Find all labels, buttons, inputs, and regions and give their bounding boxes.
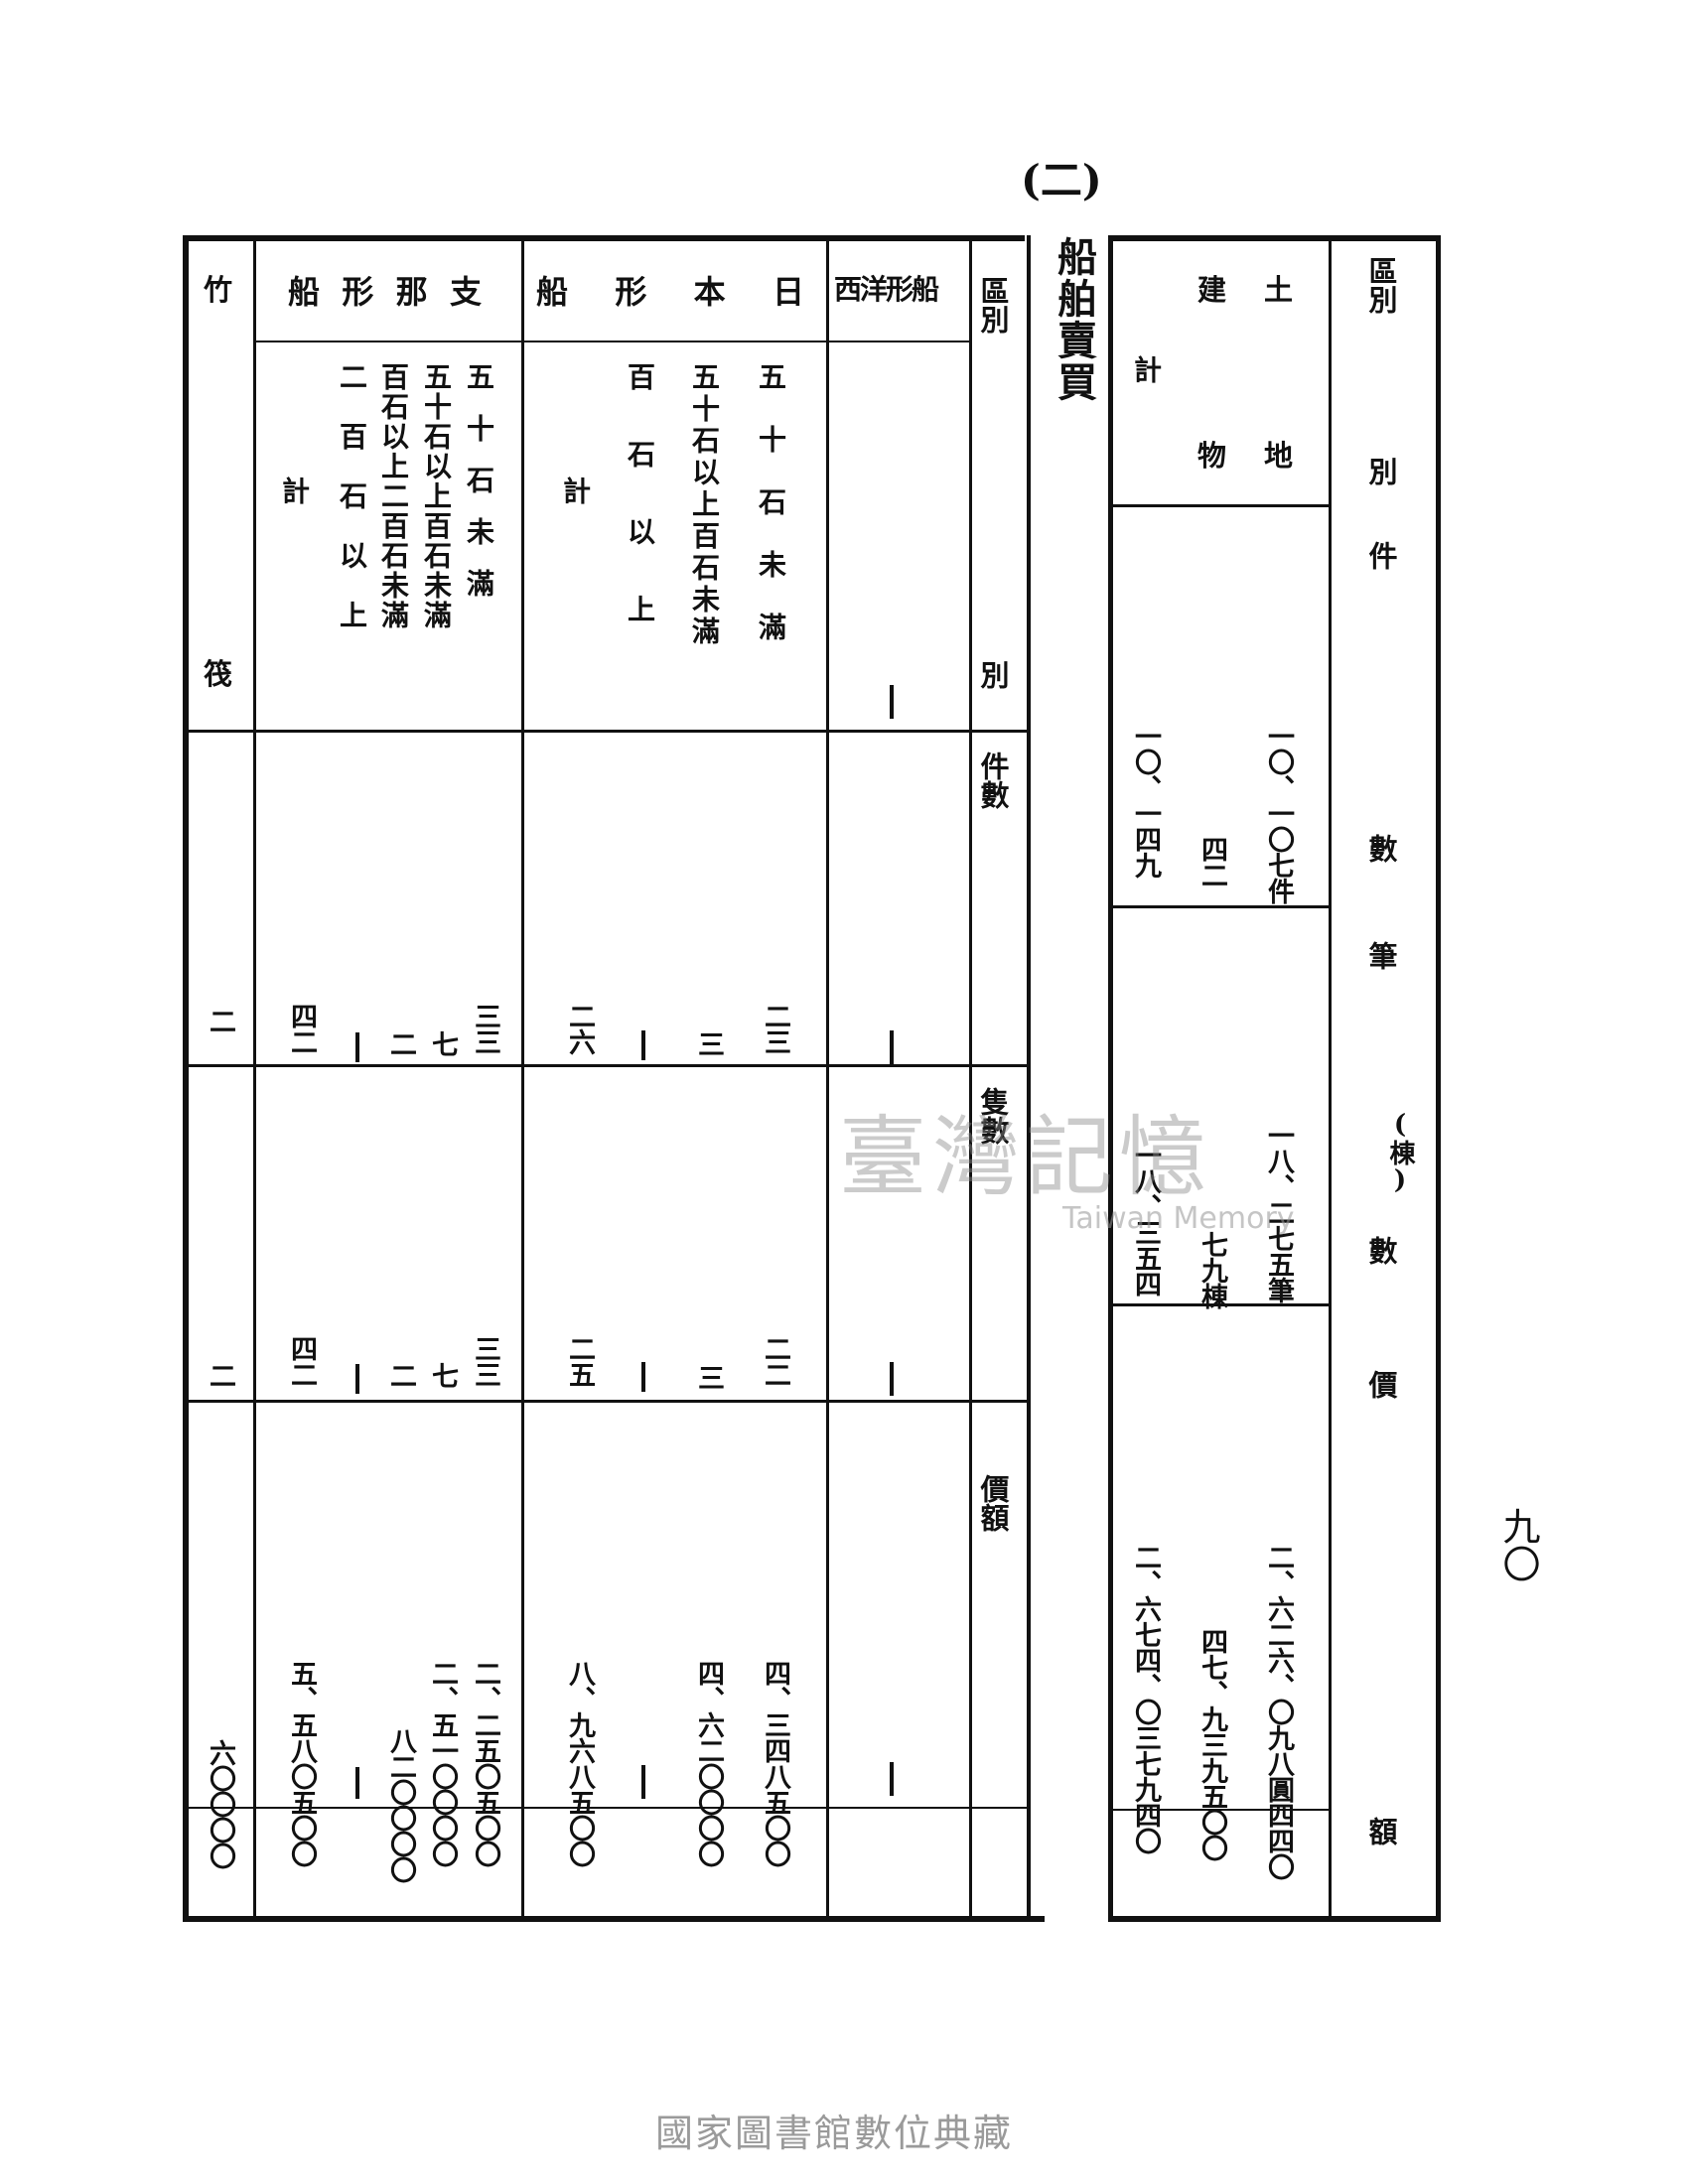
japanese-price-over100-dash — [641, 1765, 645, 1799]
western-ships-dash — [890, 1030, 894, 1064]
western-ship-label: 西洋形船 — [834, 273, 939, 306]
row-header-vessel-count: 隻數 — [976, 1087, 1010, 1145]
chinese-ships-a: 七 — [427, 1030, 458, 1056]
row-header-category-end: 別 — [976, 660, 1010, 689]
land-row-header-units-bottom: 數 — [1364, 1236, 1398, 1265]
japanese-sub-under50: 五十石未滿 — [755, 362, 787, 675]
chinese-vessels-a: 七 — [427, 1362, 458, 1388]
japanese-ships-mid: 三 — [693, 1030, 724, 1056]
land-label-bottom: 地 — [1264, 439, 1294, 473]
building-label-bottom: 物 — [1197, 439, 1227, 473]
land-label-top: 土 — [1264, 273, 1294, 307]
land-row-header-count-bottom: 數 — [1364, 834, 1398, 863]
western-vessels-dash — [890, 1362, 894, 1396]
chinese-price-b: 八二〇〇〇〇 — [385, 1727, 416, 1882]
land-row-header-units-top: 筆 — [1364, 941, 1398, 970]
japanese-ships-under50: 二三 — [760, 1003, 790, 1054]
raft-label-bottom: 筏 — [204, 657, 233, 691]
raft-price: 六〇〇〇〇 — [205, 1739, 235, 1868]
land-count: 一〇、一〇七件 — [1263, 723, 1294, 903]
land-total-count: 一〇、一四九 — [1130, 723, 1161, 878]
chinese-ships-b: 二 — [385, 1030, 416, 1056]
chinese-sub-under50: 五十石未滿 — [463, 362, 495, 620]
chinese-ships-over200-dash — [355, 1032, 359, 1062]
chinese-price-a: 二、五一〇〇〇〇 — [427, 1660, 458, 1866]
page-number: 九〇 — [1496, 1507, 1540, 1582]
row-header-ship-count: 件數 — [976, 751, 1010, 809]
chinese-sub-100to200: 百石以上二百石未滿 — [377, 362, 410, 630]
japanese-price-under50: 四、三四八五〇〇 — [760, 1660, 790, 1866]
raft-vessels: 二 — [205, 1362, 235, 1388]
japanese-vessels-over100-dash — [641, 1362, 645, 1392]
chinese-vessels-over200-dash — [355, 1364, 359, 1394]
chinese-sub-over200: 二百石以上 — [336, 362, 368, 660]
chinese-ships-under50: 三三 — [470, 1003, 500, 1054]
raft-label-top: 竹 — [204, 273, 233, 307]
land-price: 二、六二六、〇九八圓四四〇 — [1263, 1544, 1294, 1879]
land-row-header-category-end: 別 — [1364, 457, 1398, 485]
land-total-units: 一八、三五四 — [1130, 1142, 1161, 1297]
building-label-top: 建 — [1197, 273, 1227, 307]
chinese-ships-total: 四二 — [286, 1003, 317, 1054]
chinese-ship-label: 支那形船 — [288, 273, 482, 311]
land-total-price: 二、六七四、〇三七九四〇 — [1130, 1544, 1161, 1853]
land-row-header-count-top: 件 — [1364, 541, 1398, 570]
section-number: (二) — [1021, 156, 1102, 205]
building-count: 四二 — [1196, 836, 1227, 887]
land-row-header-units-sub: (棟) — [1385, 1110, 1415, 1195]
land-row-header-category: 區別 — [1364, 256, 1398, 314]
ship-table-title: 船舶賣買 — [1051, 236, 1097, 403]
chinese-sub-total: 計 — [278, 477, 311, 504]
building-units: 七九棟 — [1196, 1231, 1227, 1308]
japanese-ships-over100-dash — [641, 1030, 645, 1060]
japanese-sub-over100: 百石以上 — [624, 362, 656, 672]
chinese-vessels-under50: 三三 — [470, 1335, 500, 1387]
land-total-label: 計 — [1130, 355, 1163, 383]
row-header-price: 價額 — [976, 1474, 1010, 1532]
japanese-sub-total: 計 — [559, 477, 592, 504]
land-units: 一八、二七五筆 — [1263, 1122, 1294, 1302]
japanese-ship-label: 日本形船 — [536, 273, 804, 311]
western-subtype-dash — [890, 685, 894, 719]
japanese-vessels-mid: 三 — [693, 1364, 724, 1390]
japanese-sub-50to100: 五十石以上百石未滿 — [688, 362, 721, 648]
chinese-price-total: 五、五八〇五〇〇 — [286, 1660, 317, 1866]
chinese-price-over200-dash — [355, 1767, 359, 1799]
chinese-vessels-b: 二 — [385, 1362, 416, 1388]
watermark-subtitle: Taiwan Memory — [1062, 1201, 1295, 1236]
row-header-category: 區別 — [976, 276, 1010, 334]
western-price-dash — [890, 1762, 894, 1796]
raft-ships: 二 — [205, 1008, 235, 1033]
chinese-price-under50: 二、二五〇五〇〇 — [470, 1660, 500, 1866]
japanese-vessels-total: 二五 — [564, 1335, 595, 1387]
japanese-price-mid: 四、六二〇〇〇〇 — [693, 1660, 724, 1866]
japanese-price-total: 八、九六八五〇〇 — [564, 1660, 595, 1866]
watermark-title: 臺灣記憶 — [839, 1106, 1213, 1208]
building-price: 四七、九三九五〇〇 — [1196, 1628, 1227, 1860]
land-row-header-price-bottom: 額 — [1364, 1817, 1398, 1845]
japanese-vessels-under50: 二二 — [760, 1335, 790, 1387]
footer-archive-credit: 國家圖書館數位典藏 — [655, 2112, 1014, 2155]
chinese-vessels-total: 四二 — [286, 1335, 317, 1387]
land-row-header-price-top: 價 — [1364, 1370, 1398, 1399]
chinese-sub-50to100: 五十石以上百石未滿 — [420, 362, 453, 630]
japanese-ships-total: 二六 — [564, 1003, 595, 1054]
